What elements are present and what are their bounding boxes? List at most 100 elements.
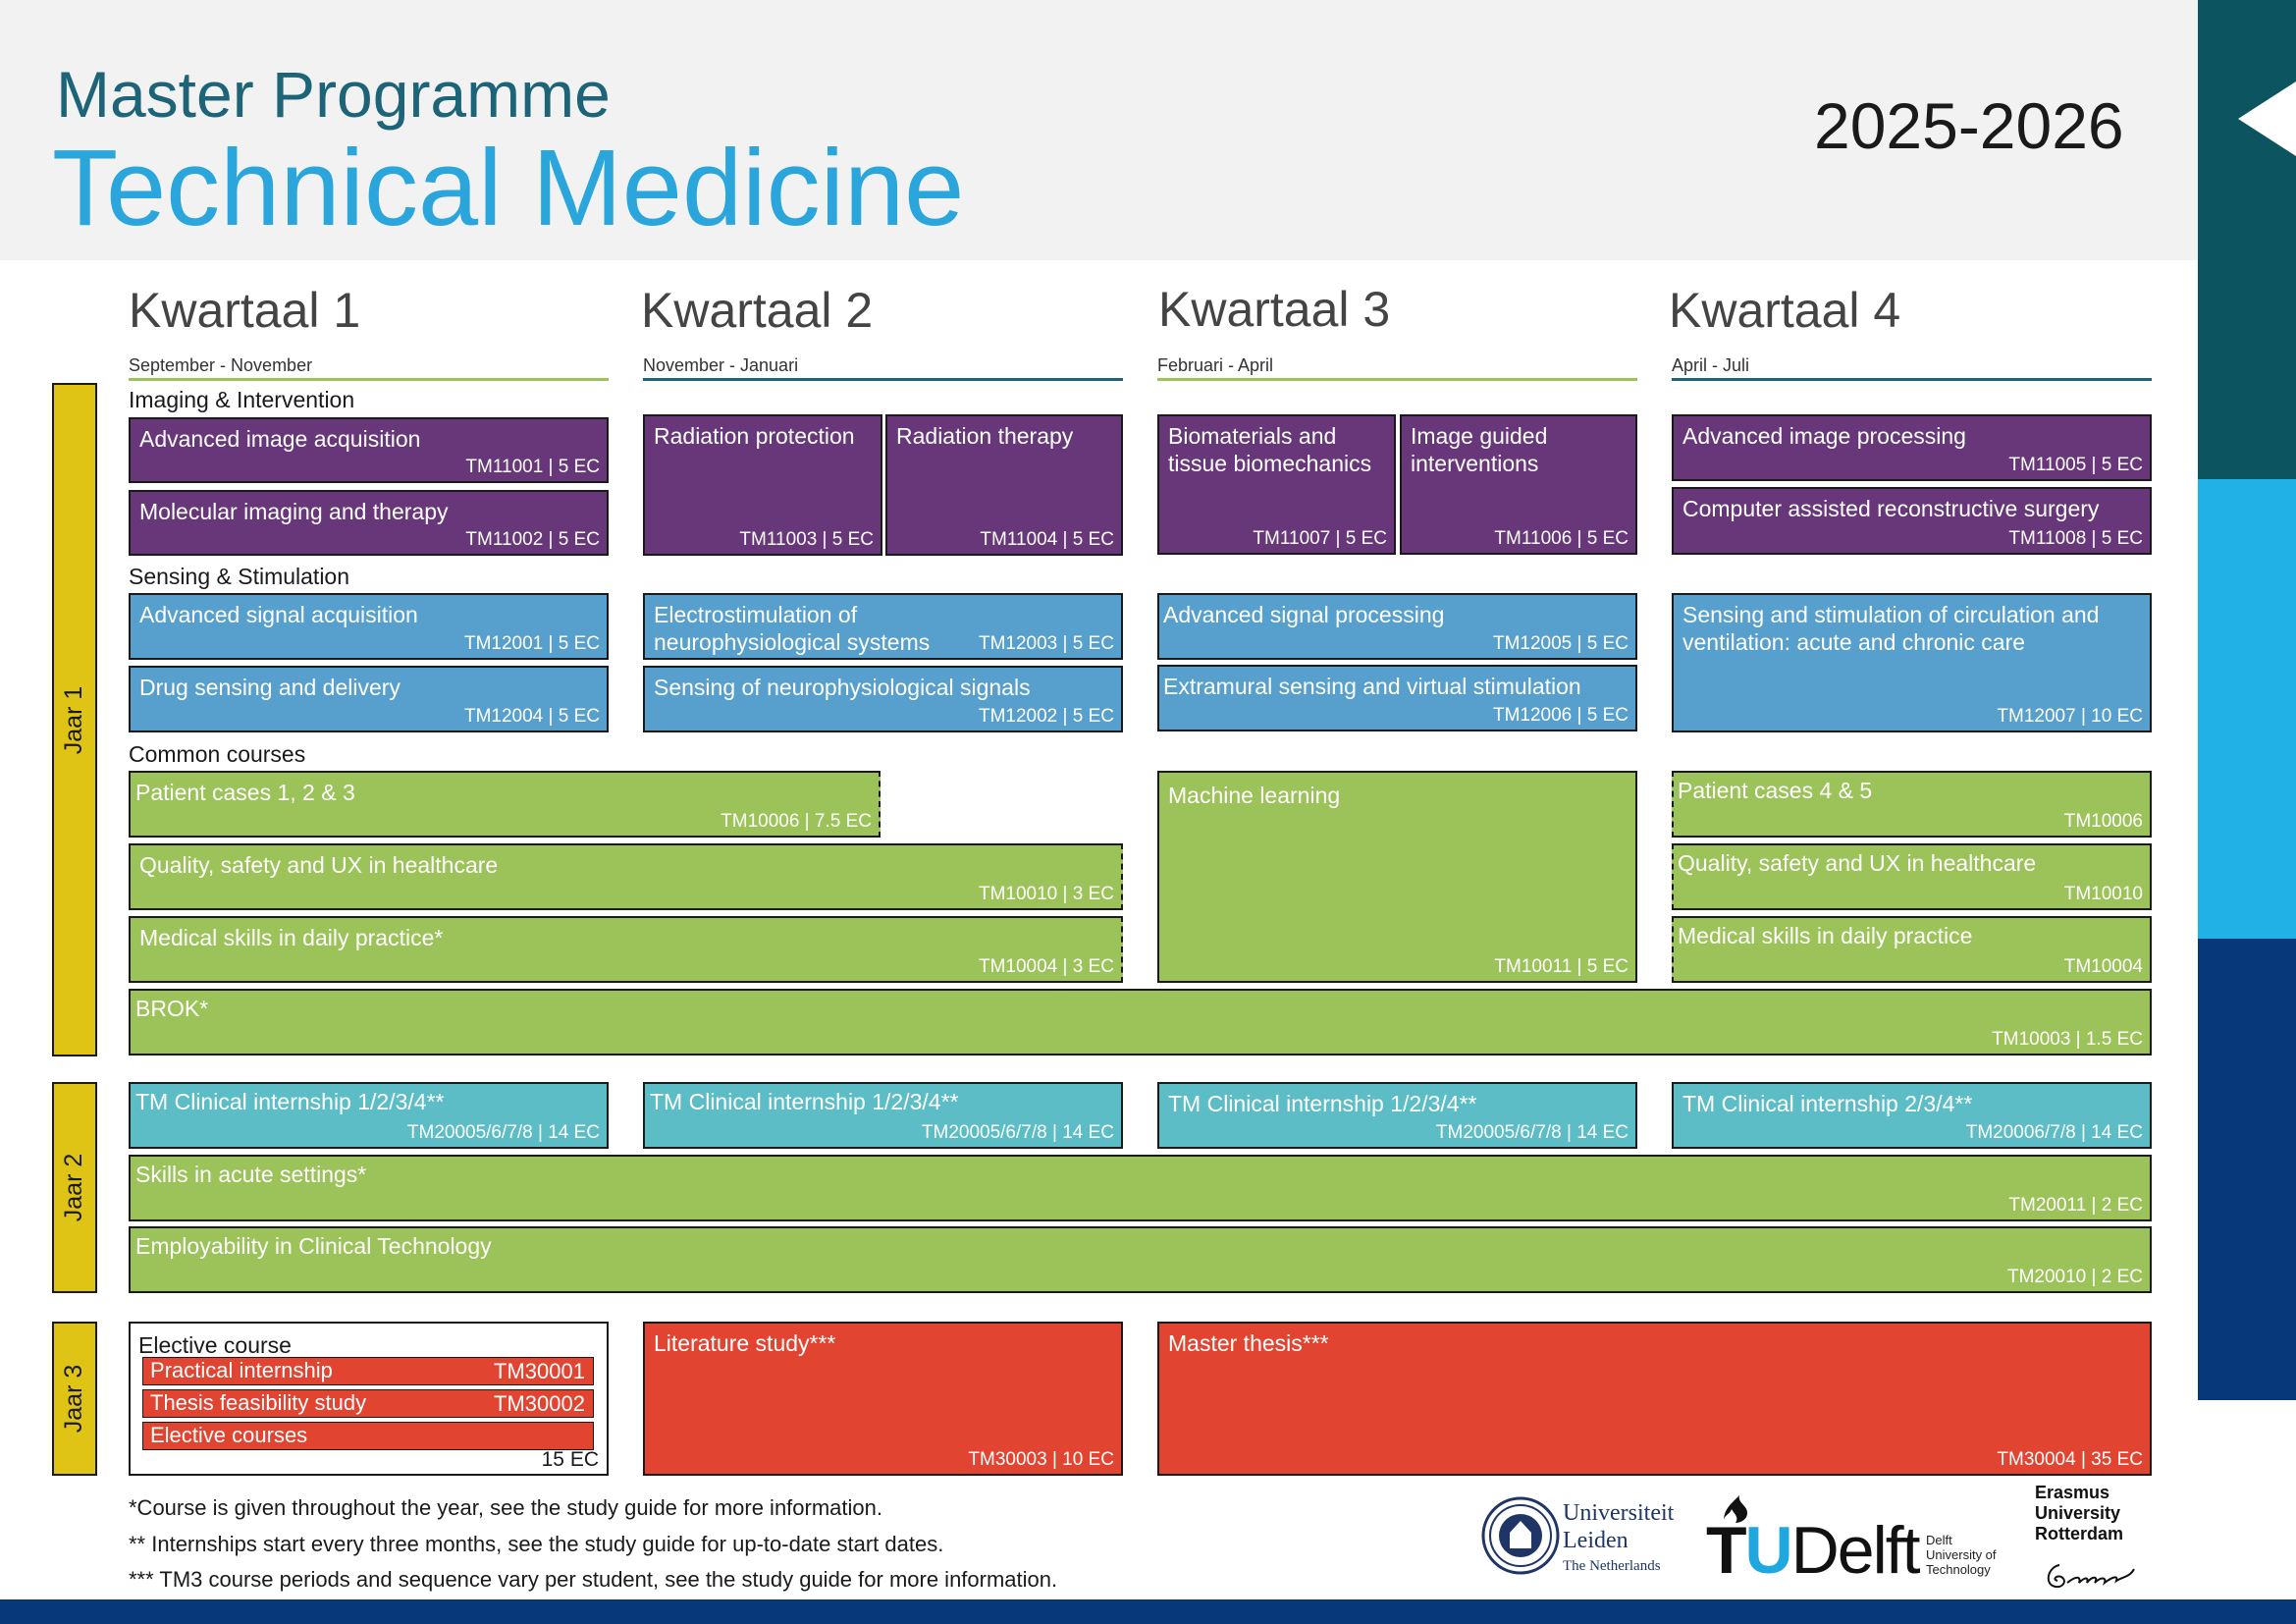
course-title: Medical skills in daily practice* (139, 925, 444, 950)
course-title: Machine learning (1168, 783, 1341, 808)
course-code: TM30004 | 35 EC (1997, 1449, 2143, 1470)
course-code: TM10010 (2063, 884, 2143, 904)
course-title: Patient cases 1, 2 & 3 (135, 780, 355, 805)
elective-item-practical-internship[interactable]: Practical internship TM30001 (142, 1357, 594, 1385)
course-clinical-internship-q3[interactable]: TM Clinical internship 1/2/3/4** TM20005… (1157, 1082, 1637, 1149)
course-code: TM11005 | 5 EC (2008, 455, 2143, 475)
leiden-line-3: The Netherlands (1563, 1558, 1661, 1574)
year-2-label: Jaar 2 (60, 1153, 88, 1222)
quarter-3-line (1157, 378, 1637, 381)
course-literature-study[interactable]: Literature study*** TM30003 | 10 EC (643, 1322, 1123, 1476)
quarter-1-line (129, 378, 609, 381)
course-code: TM10003 | 1.5 EC (1992, 1029, 2143, 1050)
course-computer-assisted-reconstructive-surgery[interactable]: Computer assisted reconstructive surgery… (1672, 487, 2152, 555)
section-sensing-stimulation: Sensing & Stimulation (129, 564, 350, 589)
course-sensing-stimulation-circulation-ventilation[interactable]: Sensing and stimulation of circulation a… (1672, 593, 2152, 732)
course-medical-skills-q4[interactable]: Medical skills in daily practice TM10004 (1672, 916, 2152, 983)
course-clinical-internship-q1[interactable]: TM Clinical internship 1/2/3/4** TM20005… (129, 1082, 609, 1149)
leiden-line-2: Leiden (1563, 1528, 1629, 1553)
course-code: TM12004 | 5 EC (463, 706, 600, 727)
course-quality-safety-ux-q4[interactable]: Quality, safety and UX in healthcare TM1… (1672, 843, 2152, 910)
course-title: Electrostimulation of neurophysiological… (654, 602, 931, 655)
course-title: BROK* (135, 996, 209, 1021)
course-code: TM10004 | 3 EC (978, 956, 1114, 977)
course-molecular-imaging-therapy[interactable]: Molecular imaging and therapy TM11002 | … (129, 490, 609, 556)
course-drug-sensing-delivery[interactable]: Drug sensing and delivery TM12004 | 5 EC (129, 666, 609, 732)
course-advanced-signal-processing[interactable]: Advanced signal processing TM12005 | 5 E… (1157, 593, 1637, 660)
course-machine-learning[interactable]: Machine learning TM10011 | 5 EC (1157, 771, 1637, 983)
elective-item-name: Thesis feasibility study (150, 1390, 367, 1415)
course-title: TM Clinical internship 1/2/3/4** (135, 1089, 445, 1114)
course-advanced-image-processing[interactable]: Advanced image processing TM11005 | 5 EC (1672, 414, 2152, 481)
course-code: TM12005 | 5 EC (1492, 633, 1629, 654)
section-common-courses: Common courses (129, 741, 306, 767)
quarter-1-title: Kwartaal 1 (129, 283, 361, 338)
course-clinical-internship-q2[interactable]: TM Clinical internship 1/2/3/4** TM20005… (643, 1082, 1123, 1149)
course-medical-skills-q1[interactable]: Medical skills in daily practice* TM1000… (129, 916, 1123, 983)
erasmus-line-1: Erasmus (2035, 1483, 2110, 1502)
course-code: TM11004 | 5 EC (980, 529, 1114, 550)
course-electrostimulation-neurophysiological-systems[interactable]: Electrostimulation of neurophysiological… (643, 593, 1123, 660)
course-title: Sensing of neurophysiological signals (654, 675, 1031, 700)
course-code: TM11007 | 5 EC (1253, 528, 1387, 549)
course-advanced-image-acquisition[interactable]: Advanced image acquisition TM11001 | 5 E… (129, 417, 609, 483)
course-biomaterials-tissue-biomechanics[interactable]: Biomaterials and tissue biomechanics TM1… (1157, 414, 1396, 555)
course-image-guided-interventions[interactable]: Image guided interventions TM11006 | 5 E… (1400, 414, 1637, 555)
course-master-thesis[interactable]: Master thesis*** TM30004 | 35 EC (1157, 1322, 2152, 1476)
course-radiation-protection[interactable]: Radiation protection TM11003 | 5 EC (643, 414, 882, 556)
course-patient-cases-4-5[interactable]: Patient cases 4 & 5 TM10006 (1672, 771, 2152, 838)
elective-ec: 15 EC (541, 1448, 599, 1471)
elective-course-box[interactable]: Elective course Practical internship TM3… (129, 1322, 609, 1476)
course-sensing-neurophysiological-signals[interactable]: Sensing of neurophysiological signals TM… (643, 666, 1123, 732)
side-bar-light-blue (2198, 479, 2296, 939)
elective-item-name: Practical internship (150, 1358, 333, 1382)
course-code: TM10004 (2063, 956, 2143, 977)
quarter-4-title: Kwartaal 4 (1669, 283, 1901, 338)
quarter-1-months: September - November (129, 355, 313, 375)
triangle-left-icon (2238, 81, 2296, 156)
course-title: TM Clinical internship 1/2/3/4** (650, 1089, 959, 1114)
course-title: Image guided interventions (1411, 423, 1548, 476)
tudelft-flame-icon (1718, 1491, 1755, 1525)
course-code: TM12006 | 5 EC (1492, 705, 1629, 726)
course-skills-acute-settings[interactable]: Skills in acute settings* TM20011 | 2 EC (129, 1155, 2152, 1221)
course-brok[interactable]: BROK* TM10003 | 1.5 EC (129, 989, 2152, 1056)
course-code: TM10011 | 5 EC (1494, 956, 1629, 977)
quarter-3-months: Februari - April (1157, 355, 1274, 375)
elective-title: Elective course (138, 1332, 292, 1358)
course-code: TM11003 | 5 EC (739, 529, 874, 550)
course-code: TM30003 | 10 EC (968, 1449, 1114, 1470)
course-advanced-signal-acquisition[interactable]: Advanced signal acquisition TM12001 | 5 … (129, 593, 609, 660)
course-radiation-therapy[interactable]: Radiation therapy TM11004 | 5 EC (885, 414, 1123, 556)
course-patient-cases-1-2-3[interactable]: Patient cases 1, 2 & 3 TM10006 | 7.5 EC (129, 771, 881, 838)
academic-year: 2025-2026 (1814, 89, 2124, 162)
course-code: TM12001 | 5 EC (463, 633, 600, 654)
course-employability-clinical-technology[interactable]: Employability in Clinical Technology TM2… (129, 1226, 2152, 1293)
side-bar-dark-teal (2198, 0, 2296, 479)
course-title: Advanced signal processing (1163, 602, 1445, 627)
year-1-label: Jaar 1 (60, 685, 88, 754)
quarter-2-months: November - Januari (643, 355, 799, 375)
course-code: TM20005/6/7/8 | 14 EC (921, 1122, 1114, 1143)
course-title: Radiation protection (654, 423, 855, 449)
erasmus-line-3: Rotterdam (2035, 1524, 2124, 1543)
bottom-bar (0, 1599, 2296, 1624)
leiden-line-1: Universiteit (1563, 1500, 1675, 1526)
tudelft-wordmark: TUDelft (1706, 1513, 1920, 1588)
elective-item-elective-courses[interactable]: Elective courses (142, 1422, 594, 1450)
course-code: TM20011 | 2 EC (2008, 1195, 2143, 1216)
course-clinical-internship-q4[interactable]: TM Clinical internship 2/3/4** TM20006/7… (1672, 1082, 2152, 1149)
course-quality-safety-ux-q1[interactable]: Quality, safety and UX in healthcare TM1… (129, 843, 1123, 910)
elective-item-code: TM30002 (494, 1391, 585, 1416)
elective-item-thesis-feasibility-study[interactable]: Thesis feasibility study TM30002 (142, 1389, 594, 1418)
course-title: Advanced signal acquisition (139, 602, 418, 627)
elective-item-code: TM30001 (494, 1359, 585, 1383)
course-code: TM20005/6/7/8 | 14 EC (406, 1122, 600, 1143)
erasmus-line-2: University (2035, 1503, 2121, 1523)
course-title: Employability in Clinical Technology (135, 1233, 492, 1259)
tudelft-subtext: Delft University of Technology (1926, 1533, 1997, 1577)
course-extramural-sensing-virtual-stimulation[interactable]: Extramural sensing and virtual stimulati… (1157, 665, 1637, 731)
elective-item-name: Elective courses (150, 1423, 308, 1447)
course-title: TM Clinical internship 1/2/3/4** (1168, 1091, 1477, 1116)
course-code: TM12007 | 10 EC (1997, 706, 2143, 727)
